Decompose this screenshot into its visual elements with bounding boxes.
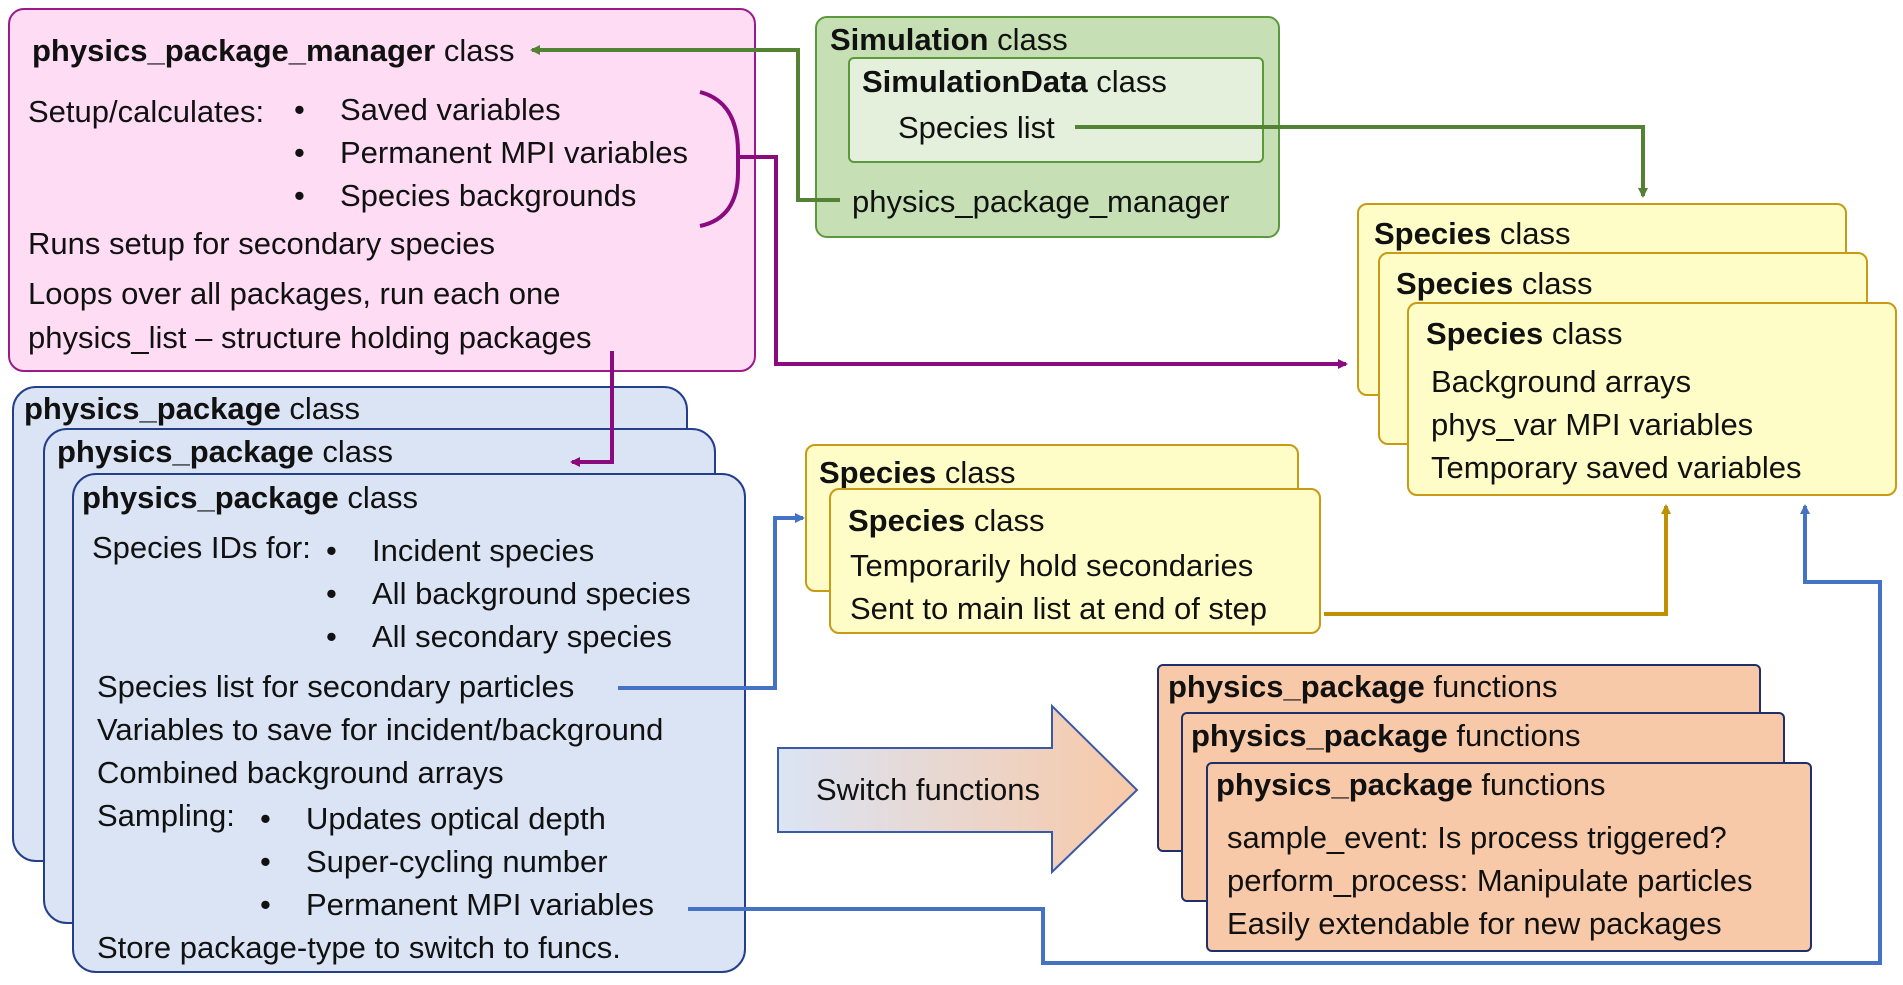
- pp-line: Species list for secondary particles: [97, 669, 575, 704]
- species-card-title: Species class: [1374, 216, 1571, 251]
- functions-card-title: physics_package functions: [1168, 669, 1558, 704]
- pp-footer: Store package-type to switch to funcs.: [97, 930, 621, 965]
- functions-line: sample_event: Is process triggered?: [1227, 820, 1727, 855]
- physics-package-card-title: physics_package class: [82, 480, 419, 515]
- ppm-setup-item: Species backgrounds: [340, 178, 637, 213]
- bullet: •: [260, 801, 271, 836]
- functions-card-title: physics_package functions: [1191, 718, 1581, 753]
- pp-sampling-item: Super-cycling number: [306, 844, 608, 879]
- pp-ids-label: Species IDs for:: [92, 530, 311, 565]
- species-line: Temporary saved variables: [1431, 450, 1802, 485]
- bullet: •: [326, 533, 337, 568]
- temp-species-line: Temporarily hold secondaries: [850, 548, 1254, 583]
- bullet: •: [260, 887, 271, 922]
- ppm-setup-label: Setup/calculates:: [28, 94, 265, 129]
- simulation-manager: physics_package_manager: [852, 184, 1230, 219]
- temp-species-line: Sent to main list at end of step: [850, 591, 1268, 626]
- ppm-setup-item: Saved variables: [340, 92, 561, 127]
- switch-functions-label: Switch functions: [816, 772, 1040, 807]
- pp-sampling-label: Sampling:: [97, 798, 235, 833]
- pp-ids-item: All background species: [372, 576, 691, 611]
- bullet: •: [294, 178, 305, 213]
- bullet: •: [294, 135, 305, 170]
- pp-sampling-item: Permanent MPI variables: [306, 887, 655, 922]
- ppm-line: Loops over all packages, run each one: [28, 276, 561, 311]
- pp-ids-item: All secondary species: [372, 619, 672, 654]
- ppm-title: physics_package_manager class: [32, 33, 515, 68]
- ppm-line: physics_list – structure holding package…: [28, 320, 592, 355]
- ppm-line: Runs setup for secondary species: [28, 226, 495, 261]
- bullet: •: [326, 619, 337, 654]
- gold-connector-merge: [1324, 504, 1671, 616]
- simulation-title: Simulation class: [830, 22, 1068, 57]
- ppm-setup-item: Permanent MPI variables: [340, 135, 689, 170]
- pp-sampling-item: Updates optical depth: [306, 801, 606, 836]
- species-card-title: Species class: [1426, 316, 1623, 351]
- functions-card-title: physics_package functions: [1216, 767, 1606, 802]
- bullet: •: [260, 844, 271, 879]
- bullet: •: [294, 92, 305, 127]
- temp-species-card-title: Species class: [819, 455, 1016, 490]
- species-card-title: Species class: [1396, 266, 1593, 301]
- simulation-data-title: SimulationData class: [862, 64, 1167, 99]
- temp-species-card-title: Species class: [848, 503, 1045, 538]
- species-line: phys_var MPI variables: [1431, 407, 1754, 442]
- pp-ids-item: Incident species: [372, 533, 595, 568]
- physics-package-card-title: physics_package class: [57, 434, 394, 469]
- species-card-front: [1407, 302, 1897, 496]
- species-line: Background arrays: [1431, 364, 1692, 399]
- pp-line: Variables to save for incident/backgroun…: [97, 712, 664, 747]
- functions-line: perform_process: Manipulate particles: [1227, 863, 1753, 898]
- functions-line: Easily extendable for new packages: [1227, 906, 1722, 941]
- pp-line: Combined background arrays: [97, 755, 504, 790]
- bullet: •: [326, 576, 337, 611]
- simulation-species-list: Species list: [898, 110, 1055, 145]
- physics-package-card-title: physics_package class: [24, 391, 361, 426]
